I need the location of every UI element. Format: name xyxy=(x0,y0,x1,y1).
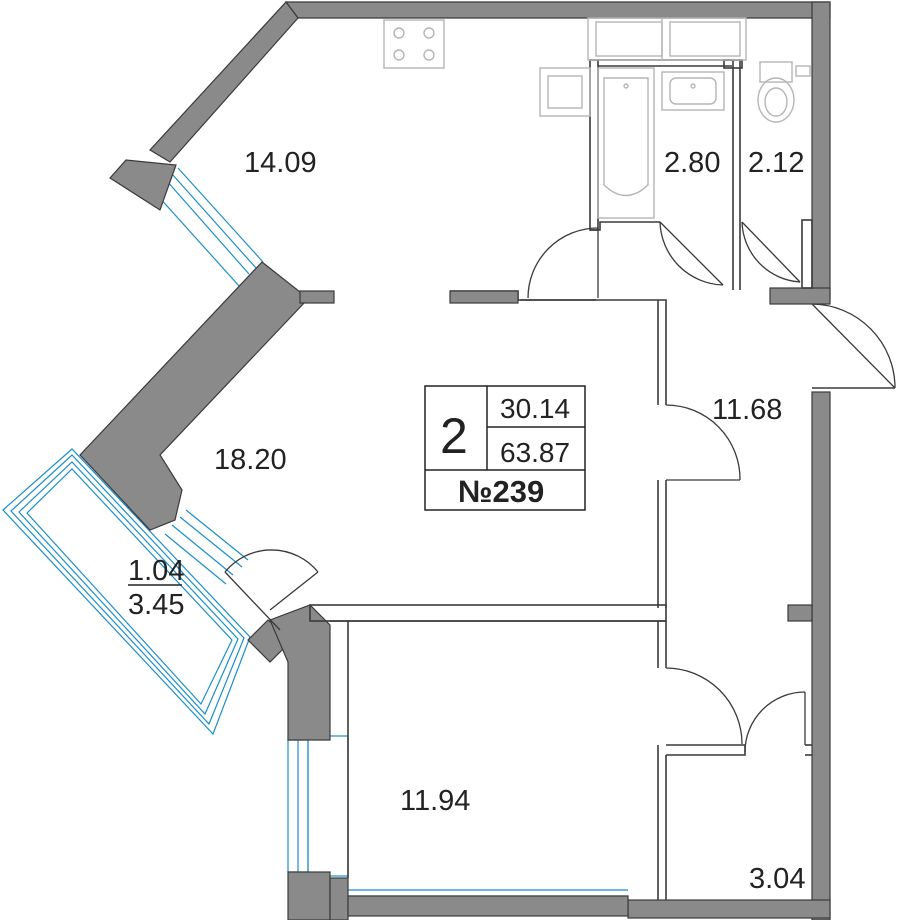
sink-icon xyxy=(539,67,591,117)
vent-icon xyxy=(795,65,811,77)
living-area: 30.14 xyxy=(500,393,570,424)
bedroom-window-bottom xyxy=(348,889,628,897)
living-room-area: 18.20 xyxy=(214,444,287,476)
exterior-walls xyxy=(79,1,831,920)
bathroom-area: 2.80 xyxy=(664,147,720,179)
balcony xyxy=(2,448,251,736)
bathtub-icon xyxy=(597,67,655,219)
balcony-area-b: 3.45 xyxy=(128,589,184,621)
kitchen-area: 14.09 xyxy=(244,147,317,179)
rooms-count: 2 xyxy=(440,408,468,464)
balcony-area-a: 1.04 xyxy=(128,555,184,587)
kitchen-cabinets xyxy=(587,17,747,61)
living-window xyxy=(164,509,249,585)
toilet-area: 2.12 xyxy=(748,147,804,179)
doors xyxy=(224,221,896,753)
kitchen-window xyxy=(157,167,264,288)
closet-area: 3.04 xyxy=(749,863,805,895)
total-area: 63.87 xyxy=(500,437,570,468)
interior-walls xyxy=(309,59,813,900)
bedroom-window xyxy=(287,735,349,877)
bedroom-area: 11.94 xyxy=(400,785,470,817)
hall-area: 11.68 xyxy=(712,394,782,426)
apartment-badge: 2 30.14 63.87 №239 xyxy=(424,385,586,511)
apartment-number: №239 xyxy=(458,474,544,509)
toilet-icon xyxy=(757,61,795,123)
washbasin-icon xyxy=(661,71,725,111)
stove-icon xyxy=(383,19,445,69)
